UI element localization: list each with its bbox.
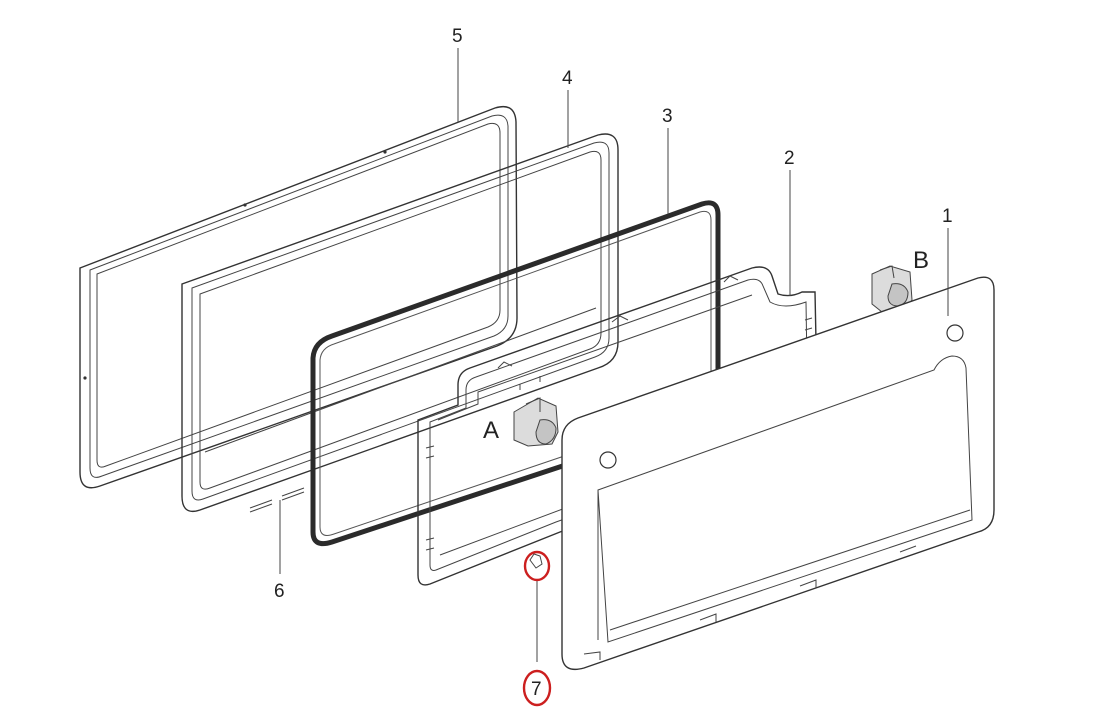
clip-b [871,265,913,313]
part-5-outer-frame [79,105,518,489]
part-7-clip [529,553,543,569]
part-1-front-frame [561,276,995,671]
label-part-4: 4 [562,68,573,89]
label-part-7: 7 [531,679,542,700]
clip-a [513,397,559,447]
label-part-5: 5 [452,26,463,47]
label-part-1: 1 [942,206,953,227]
label-detail-b: B [913,247,929,274]
label-part-6: 6 [274,581,285,602]
label-detail-a: A [483,417,499,444]
label-part-2: 2 [784,148,795,169]
part-4-middle-frame [181,133,619,513]
part-6-clips [249,487,305,513]
highlight-marks [522,550,552,707]
leader-lines [279,48,949,662]
label-part-3: 3 [662,106,673,127]
